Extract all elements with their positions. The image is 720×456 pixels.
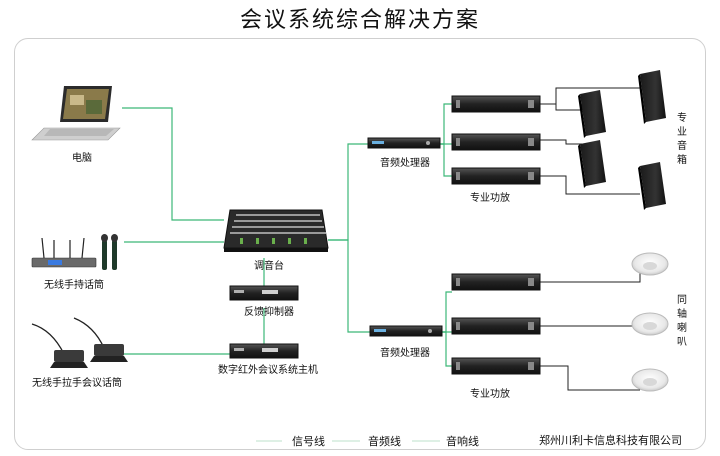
ceiling-speaker-icon — [631, 312, 669, 336]
pro-speaker-icon — [578, 140, 606, 188]
audio-processor-bottom-icon — [369, 325, 443, 337]
legend-speaker-label: 音响线 — [446, 435, 479, 448]
ceiling-speaker-label: 同轴喇叭 — [677, 295, 687, 348]
gooseneck-label: 无线手拉手会议话筒 — [32, 378, 122, 389]
mixer-icon — [223, 209, 329, 252]
amplifier-icon — [451, 95, 541, 113]
wireless-handheld-label: 无线手持话筒 — [44, 280, 104, 291]
pro-speaker-icon — [578, 90, 606, 138]
feedback-label: 反馈抑制器 — [244, 307, 294, 318]
amplifier-icon — [451, 167, 541, 185]
processor-bottom-label: 音频处理器 — [380, 348, 430, 359]
company-name: 郑州川利卡信息科技有限公司 — [539, 434, 682, 447]
legend-audio-label: 音频线 — [368, 435, 401, 448]
amplifier-icon — [451, 133, 541, 151]
amp-bottom-label: 专业功放 — [470, 389, 510, 400]
diagram-title: 会议系统综合解决方案 — [239, 8, 480, 33]
audio-processor-top-icon — [367, 137, 441, 149]
pro-speaker-icon — [638, 162, 666, 210]
handheld-mic-icon — [101, 234, 118, 270]
amp-top-label: 专业功放 — [470, 193, 510, 204]
amplifier-icon — [451, 357, 541, 375]
gooseneck-mic-icon — [31, 317, 128, 368]
ir-host-label: 数字红外会议系统主机 — [218, 365, 318, 376]
feedback-suppressor-icon — [229, 285, 299, 301]
pro-speaker-label: 专业音箱 — [677, 113, 687, 166]
ceiling-speaker-icon — [631, 252, 669, 276]
amplifier-icon — [451, 317, 541, 335]
pro-speaker-icon — [638, 70, 666, 124]
wireless-mic-receiver-icon — [31, 237, 97, 268]
ceiling-speaker-icon — [631, 368, 669, 392]
speaker-lines — [540, 87, 641, 391]
laptop-icon — [31, 86, 121, 141]
legend-signal-label: 信号线 — [292, 435, 325, 448]
processor-top-label: 音频处理器 — [380, 158, 430, 169]
amplifier-icon — [451, 273, 541, 291]
computer-label: 电脑 — [72, 153, 92, 164]
signal-lines — [120, 103, 452, 367]
ir-conference-host-icon — [229, 343, 299, 359]
mixer-label: 调音台 — [254, 261, 284, 272]
